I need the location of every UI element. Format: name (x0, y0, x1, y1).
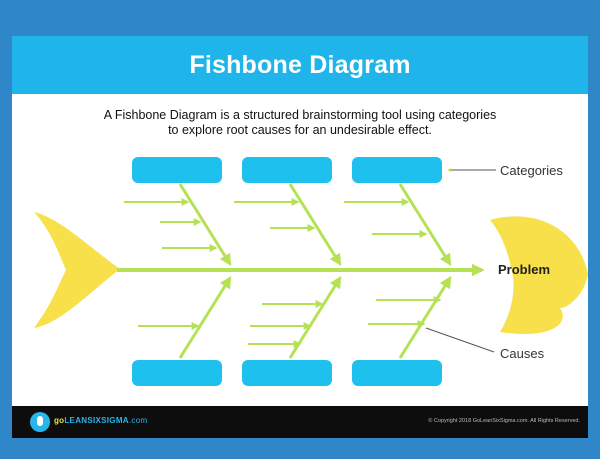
cause-arrows-lower (138, 296, 442, 348)
description-line-1: A Fishbone Diagram is a structured brain… (103, 108, 497, 122)
category-box-bottom-2 (242, 360, 332, 386)
bone-upper-3 (398, 183, 452, 267)
logo-icon (30, 412, 50, 432)
category-box-top-3 (352, 157, 442, 183)
fish-head (490, 216, 588, 334)
bone-lower-3 (398, 275, 452, 359)
problem-label: Problem (498, 262, 551, 277)
causes-label: Causes (500, 346, 545, 361)
diagram-title: Fishbone Diagram (189, 50, 411, 79)
categories-label: Categories (500, 163, 563, 178)
bone-lower-1 (178, 275, 232, 359)
diagram-description: A Fishbone Diagram is a structured brain… (52, 108, 548, 138)
category-box-bottom-1 (132, 360, 222, 386)
bone-upper-1 (178, 183, 232, 267)
category-box-top-1 (132, 157, 222, 183)
footer-bar: goLEANSIXSIGMA.com © Copyright 2018 GoLe… (12, 406, 588, 438)
fishbone-diagram (34, 168, 588, 359)
logo-suffix: .com (128, 416, 148, 425)
description-line-2: to explore root causes for an undesirabl… (168, 123, 432, 137)
category-box-bottom-3 (352, 360, 442, 386)
category-box-top-2 (242, 157, 332, 183)
fish-tail (34, 212, 120, 328)
title-bar: Fishbone Diagram (12, 36, 588, 94)
slide: Fishbone Diagram A Fishbone Diagram is a… (12, 36, 588, 438)
causes-leader-line (425, 327, 495, 353)
bone-upper-2 (288, 183, 342, 267)
cause-arrows-upper (124, 198, 428, 252)
logo-go: go (54, 416, 65, 425)
copyright-text: © Copyright 2018 GoLeanSixSigma.com. All… (428, 418, 580, 424)
logo-rest: LEANSIXSIGMA (64, 416, 129, 425)
logo-text: goLEANSIXSIGMA.com (54, 416, 147, 425)
bone-lower-2 (288, 275, 342, 359)
